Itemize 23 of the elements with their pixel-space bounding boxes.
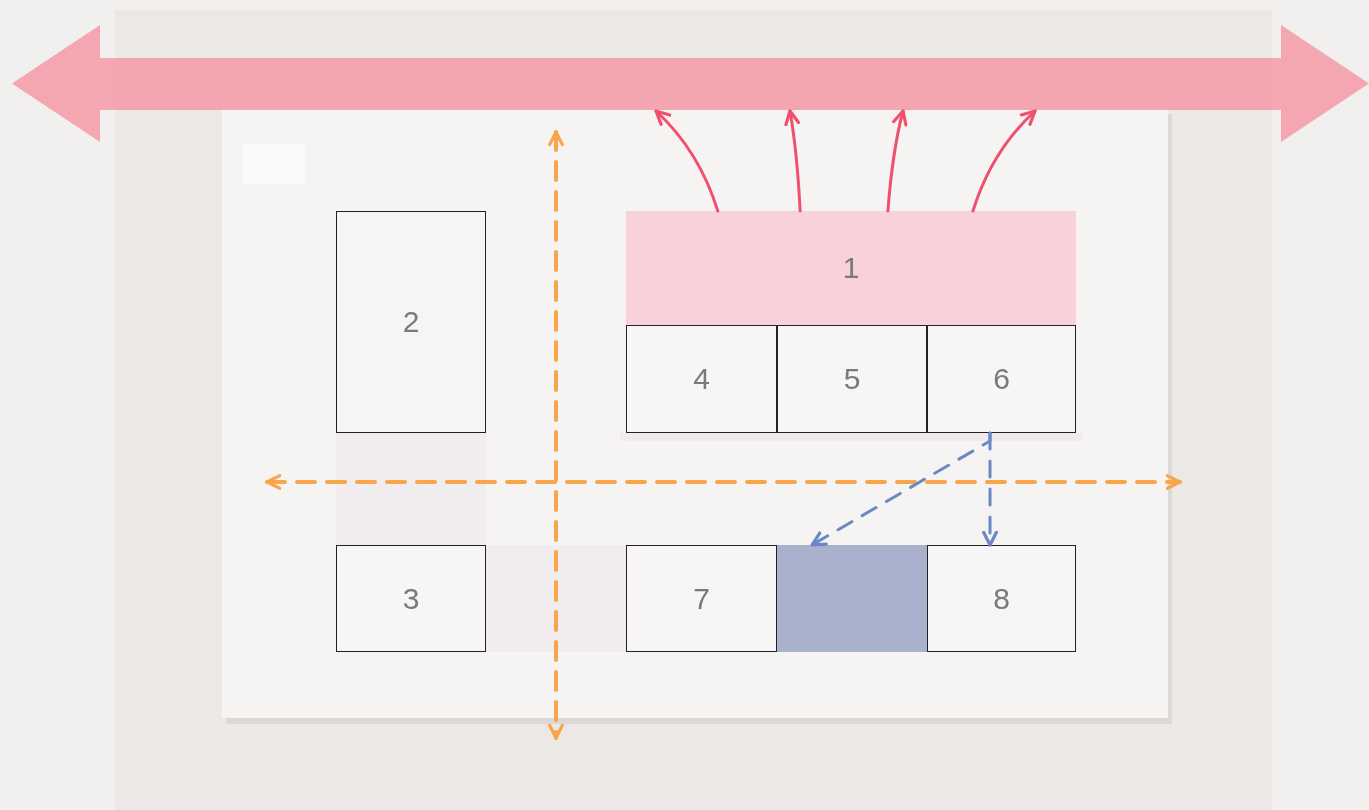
arrow bbox=[784, 109, 802, 213]
arrow bbox=[971, 109, 1037, 213]
arrow bbox=[654, 109, 720, 213]
box-number: 5 bbox=[843, 364, 861, 394]
arrow bbox=[982, 431, 999, 547]
box-number: 8 bbox=[993, 583, 1010, 614]
plan-box bbox=[927, 545, 1076, 652]
highlighted-box bbox=[777, 545, 927, 652]
plan-box bbox=[336, 211, 486, 433]
highlighted-box bbox=[626, 211, 1076, 325]
plan-box bbox=[626, 545, 777, 652]
double-arrow-band bbox=[12, 25, 1369, 142]
plan-box bbox=[927, 325, 1076, 433]
box-number: 3 bbox=[402, 583, 420, 614]
box-number: 2 bbox=[402, 307, 420, 337]
plan-box bbox=[626, 325, 777, 433]
box-number: 7 bbox=[693, 583, 710, 614]
box-number: 6 bbox=[993, 364, 1010, 394]
box-number: 1 bbox=[842, 253, 860, 283]
plan-box bbox=[336, 545, 486, 652]
plan-box bbox=[777, 325, 927, 433]
arrow bbox=[886, 109, 908, 213]
box-number: 4 bbox=[693, 364, 710, 394]
